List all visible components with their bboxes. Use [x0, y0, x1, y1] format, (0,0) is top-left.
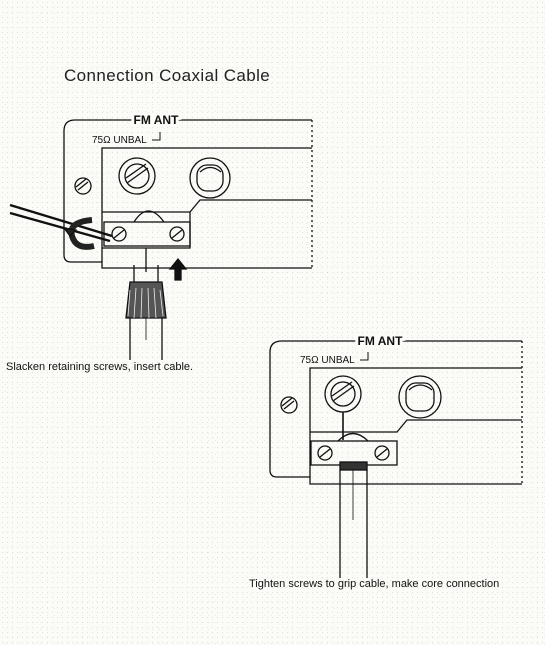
- panel-2: [269, 340, 523, 578]
- panel-2-sublabel: 75Ω UNBAL: [300, 355, 355, 366]
- coaxial-cable: [125, 248, 167, 360]
- panel-2-caption: Tighten screws to grip cable, make core …: [249, 578, 500, 590]
- coaxial-cable: [339, 470, 368, 578]
- panel-1-label: FM ANT: [134, 113, 180, 127]
- chassis-screw-icon: [280, 396, 298, 414]
- knob-icon: [398, 375, 442, 419]
- cable-clamp: [310, 432, 398, 471]
- cable-clamp: [103, 210, 191, 247]
- panel-2-label: FM ANT: [358, 334, 404, 348]
- knob-icon: [189, 157, 231, 199]
- panel-1: [9, 119, 313, 360]
- screwdriver-icon: [9, 203, 113, 250]
- insert-arrow-icon: [168, 257, 188, 281]
- diagram-title: Connection Coaxial Cable: [64, 66, 271, 85]
- terminal-post-icon: [324, 375, 362, 440]
- chassis-screw-icon: [74, 177, 92, 195]
- terminal-post-icon: [118, 157, 156, 195]
- panel-1-sublabel: 75Ω UNBAL: [92, 135, 147, 146]
- panel-1-caption: Slacken retaining screws, insert cable.: [6, 361, 194, 373]
